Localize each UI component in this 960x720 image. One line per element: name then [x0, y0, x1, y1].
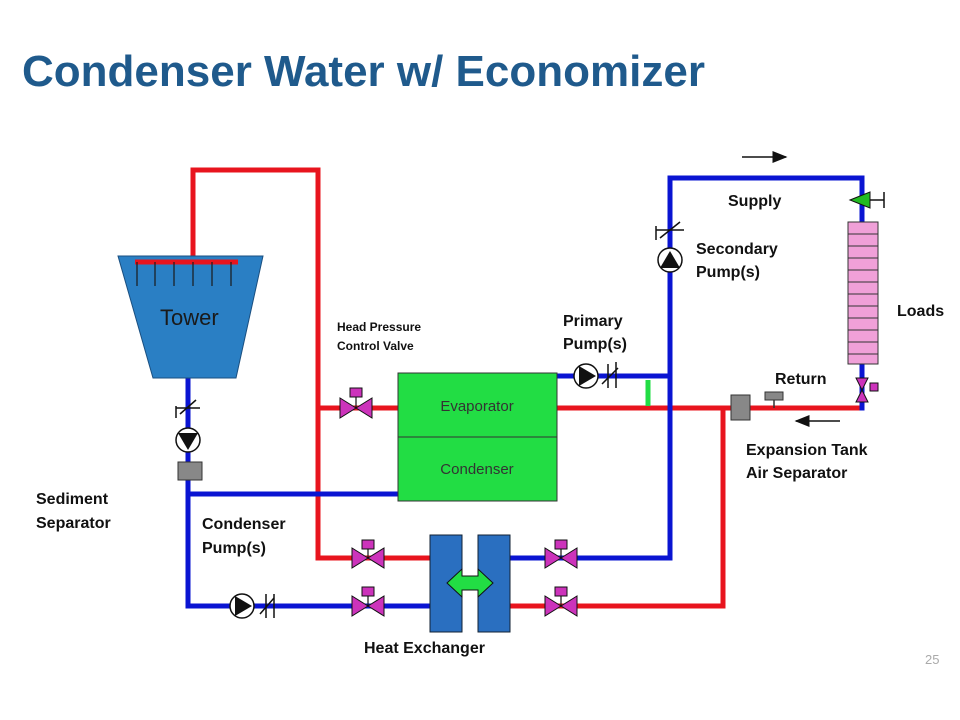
tower-check-valve-icon — [175, 399, 200, 418]
return-label: Return — [775, 371, 827, 388]
load-control-valve-icon — [855, 377, 879, 403]
primary-pumps-label-1: Primary — [563, 313, 623, 330]
condenser-pumps-label-2: Pump(s) — [202, 540, 266, 557]
heat-exchanger — [429, 534, 511, 633]
air-separator — [730, 391, 784, 421]
air-separator-label: Air Separator — [746, 465, 847, 482]
heat-exchanger-label: Heat Exchanger — [364, 640, 485, 657]
tower-label: Tower — [160, 305, 219, 330]
load-supply-valve-icon — [848, 191, 885, 209]
sediment-separator-label-2: Separator — [36, 515, 111, 532]
hx-valve-top-left-icon — [351, 539, 385, 569]
sediment-separator — [177, 461, 203, 481]
secondary-pump-icon — [657, 247, 683, 273]
supply-label: Supply — [728, 193, 781, 210]
blue-pipe-tower-leg — [185, 375, 435, 609]
cooling-tower: Tower — [117, 255, 264, 379]
tower-pump-icon — [175, 427, 201, 453]
primary-pump-icon — [573, 363, 599, 389]
primary-pumps-label-2: Pump(s) — [563, 336, 627, 353]
head-pressure-label-1: Head Pressure — [337, 320, 421, 334]
page-title: Condenser Water w/ Economizer — [22, 47, 705, 96]
expansion-tank-label: Expansion Tank — [746, 442, 868, 459]
red-pipe-hx-top — [315, 405, 435, 561]
secondary-pumps-label-2: Pump(s) — [696, 264, 760, 281]
blue-pipe-secondary — [667, 175, 865, 561]
primary-check-valve-icon — [601, 362, 619, 388]
secondary-check-valve-icon — [655, 221, 684, 240]
secondary-pumps-label-1: Secondary — [696, 241, 778, 258]
hx-valve-top-right-icon — [544, 539, 578, 569]
loads-coil — [847, 221, 879, 365]
hx-valve-bottom-left-icon — [351, 586, 385, 617]
chiller: Evaporator Condenser — [397, 372, 558, 502]
loads-label: Loads — [897, 303, 944, 320]
sediment-separator-label-1: Sediment — [36, 491, 109, 508]
head-pressure-control-valve-icon — [339, 387, 373, 419]
condenser-pumps-label-1: Condenser — [202, 516, 286, 533]
head-pressure-label-2: Control Valve — [337, 339, 414, 353]
condenser-label: Condenser — [440, 461, 513, 478]
condenser-pump-icon — [229, 593, 255, 619]
page-number: 25 — [925, 652, 939, 667]
hx-valve-bottom-right-icon — [544, 586, 578, 617]
evaporator-label: Evaporator — [440, 398, 513, 415]
condenser-check-valve-icon — [259, 594, 275, 618]
